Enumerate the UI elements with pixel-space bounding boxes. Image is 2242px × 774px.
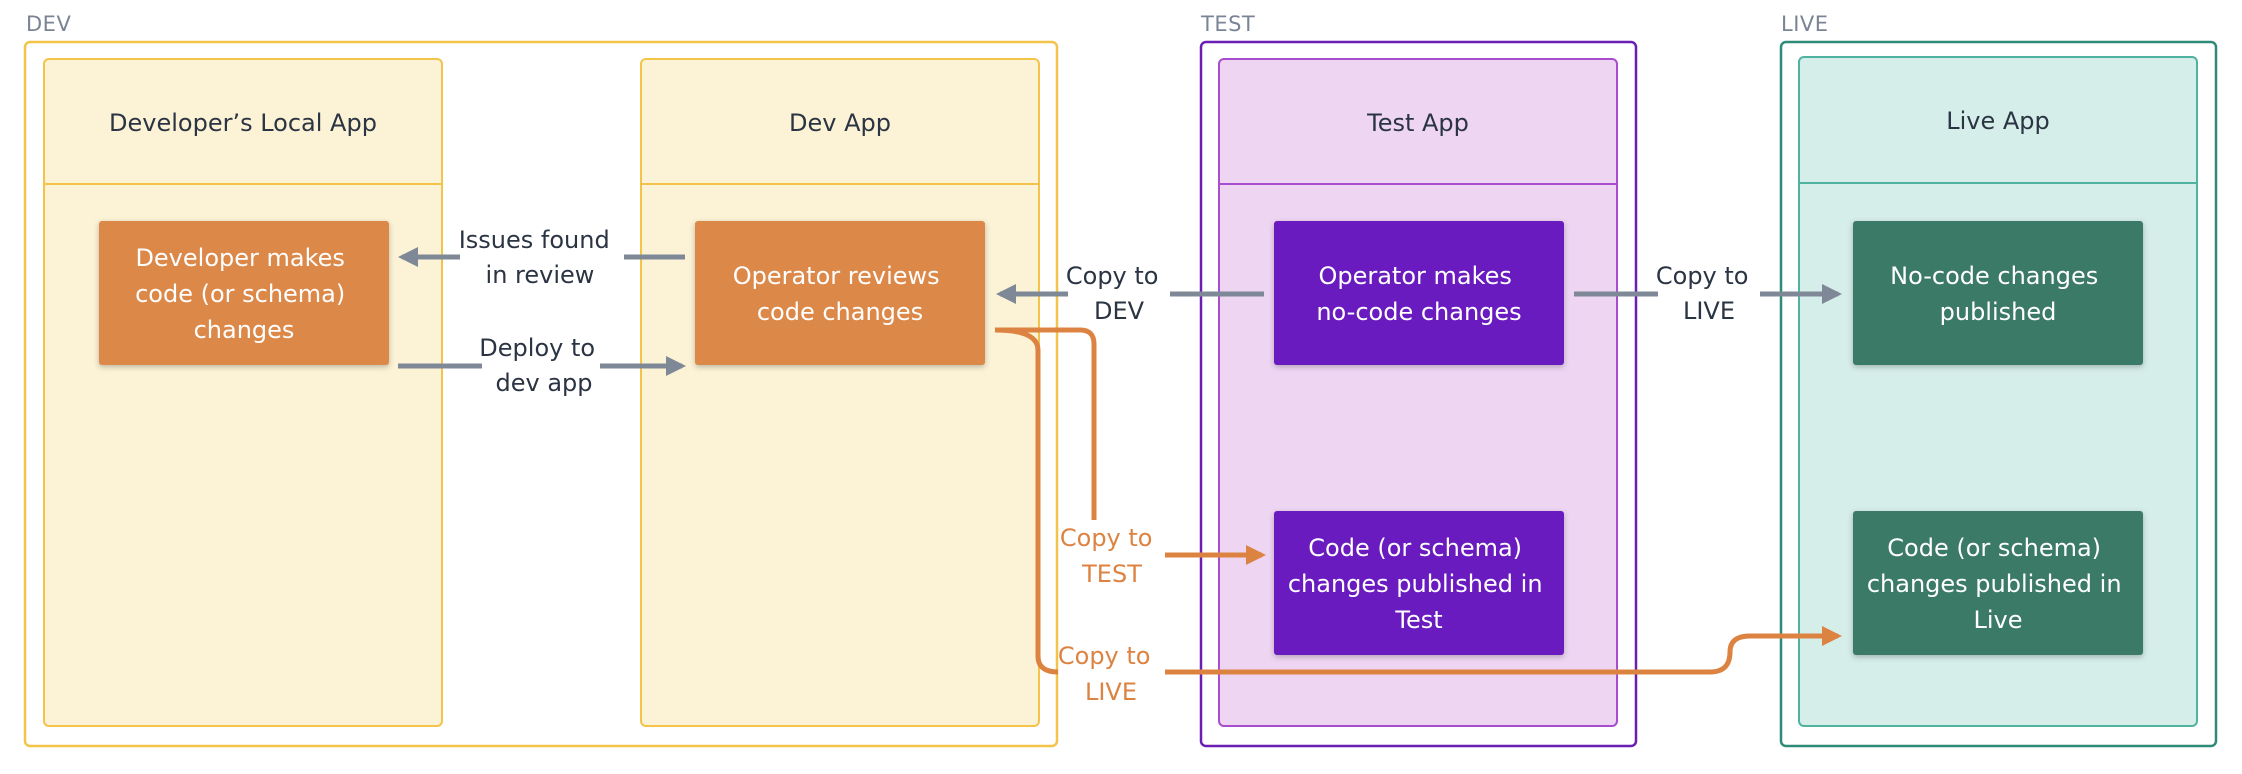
box-nocode-published: No-code changes published xyxy=(1853,221,2143,365)
box-operator-nocode-line-2: no-code changes xyxy=(1316,298,1521,326)
box-code-published-test: Code (or schema) changes published in Te… xyxy=(1274,511,1564,655)
arrow-copy-to-dev: Copy to DEV xyxy=(996,262,1264,325)
box-code-live-line-2: changes published in xyxy=(1867,570,2122,598)
box-code-live-line-3: Live xyxy=(1973,606,2022,634)
column-local-app: Developer’s Local App xyxy=(43,58,443,727)
box-operator-reviews: Operator reviews code changes xyxy=(695,221,985,365)
svg-text:Operator reviews code ch: Operator reviews code changes xyxy=(733,262,948,326)
arrow-copy-test-line-2: TEST xyxy=(1081,560,1142,588)
svg-text:Copy to LIVE: Copy to LIVE xyxy=(1058,642,1158,706)
zone-label-dev: DEV xyxy=(26,12,71,36)
box-developer-line-1: Developer makes xyxy=(135,244,344,272)
box-code-published-live: Code (or schema) changes published in Li… xyxy=(1853,511,2143,655)
zone-label-test: TEST xyxy=(1200,12,1255,36)
arrow-deploy-line-1: Deploy to xyxy=(479,334,595,362)
arrow-issues-found-line-2: in review xyxy=(486,261,595,289)
box-operator-nocode-line-1: Operator makes xyxy=(1318,262,1511,290)
svg-text:Developer makes code (or: Developer makes code (or schema) changes xyxy=(135,244,353,344)
zone-label-live: LIVE xyxy=(1781,12,1829,36)
svg-text:No-code changes publishe: No-code changes published xyxy=(1890,262,2106,326)
arrow-copy-live-orange-line-2: LIVE xyxy=(1085,678,1137,706)
arrow-copy-test-line-1: Copy to xyxy=(1060,524,1153,552)
box-developer-makes-changes: Developer makes code (or schema) changes xyxy=(99,221,389,365)
box-operator-reviews-line-2: code changes xyxy=(757,298,923,326)
arrow-copy-dev-line-1: Copy to xyxy=(1066,262,1159,290)
box-code-test-line-1: Code (or schema) xyxy=(1308,534,1522,562)
box-code-test-line-2: changes published in xyxy=(1288,570,1543,598)
svg-text:Issues found in review: Issues found in review xyxy=(459,226,618,289)
zone-test xyxy=(1199,40,1638,748)
arrow-deploy-line-2: dev app xyxy=(495,369,592,397)
box-developer-line-3: changes xyxy=(194,316,295,344)
svg-text:Copy to DEV: Copy to DEV xyxy=(1066,262,1166,325)
column-dev-body xyxy=(640,58,1040,727)
svg-text:Copy to TEST: Copy to TEST xyxy=(1060,524,1160,588)
box-nocode-published-line-1: No-code changes xyxy=(1890,262,2098,290)
arrow-copy-live-orange-head xyxy=(1165,626,1842,675)
arrow-copy-to-live-orange: Copy to LIVE xyxy=(994,327,1842,706)
column-local-title: Developer’s Local App xyxy=(109,109,377,137)
box-nocode-published-line-2: published xyxy=(1940,298,2057,326)
svg-text:Copy to LIVE: Copy to LIVE xyxy=(1656,262,1756,325)
arrow-copy-live-gray-line-1: Copy to xyxy=(1656,262,1749,290)
box-code-test-line-3: Test xyxy=(1394,606,1442,634)
column-local-body xyxy=(43,58,443,727)
svg-text:Code (or schema) changes: Code (or schema) changes published in Te… xyxy=(1288,534,1550,634)
arrow-deploy-to-dev: Deploy to dev app xyxy=(398,334,686,397)
arrow-copy-dev-line-2: DEV xyxy=(1094,297,1145,325)
svg-text:Operator makes no-code c: Operator makes no-code changes xyxy=(1316,262,1521,326)
column-dev-title: Dev App xyxy=(789,109,891,137)
arrow-copy-live-gray-line-2: LIVE xyxy=(1683,297,1735,325)
arrow-issues-found: Issues found in review xyxy=(398,226,685,289)
arrow-copy-to-test: Copy to TEST xyxy=(995,327,1266,588)
arrow-issues-found-line-1: Issues found xyxy=(459,226,610,254)
svg-text:Code (or schema) changes: Code (or schema) changes published in Li… xyxy=(1867,534,2129,634)
box-operator-nocode: Operator makes no-code changes xyxy=(1274,221,1564,365)
column-dev-app: Dev App xyxy=(640,58,1040,727)
column-live-title: Live App xyxy=(1946,107,2050,135)
box-developer-line-2: code (or schema) xyxy=(135,280,345,308)
arrow-copy-live-orange-line-1: Copy to xyxy=(1058,642,1151,670)
arrow-copy-to-live-gray: Copy to LIVE xyxy=(1574,262,1842,325)
column-test-title: Test App xyxy=(1366,109,1469,137)
box-operator-reviews-line-1: Operator reviews xyxy=(733,262,940,290)
zone-dev xyxy=(23,40,1059,748)
zone-live xyxy=(1779,40,2218,748)
svg-text:Deploy to dev app: Deploy to dev app xyxy=(479,334,602,397)
box-code-live-line-1: Code (or schema) xyxy=(1887,534,2101,562)
